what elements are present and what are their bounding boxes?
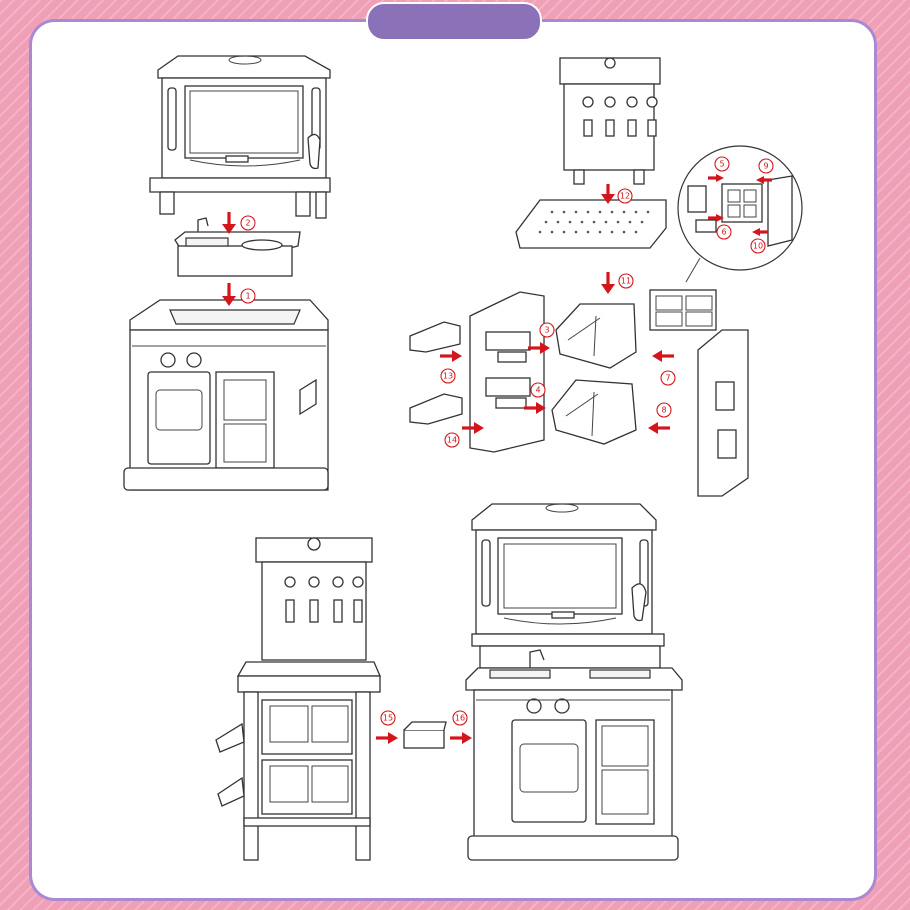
panel-kitchen-front-assembly: 2 1: [123, 55, 331, 491]
step-badge-9: 9: [758, 158, 774, 174]
svg-text:4: 4: [535, 386, 540, 395]
arrow-step-3: [528, 342, 550, 354]
step-badge-7: 7: [660, 370, 676, 386]
arrow-step-4: [524, 402, 546, 414]
panel-shelf-unit-assembled: [215, 537, 381, 861]
step-badge-10: 10: [750, 238, 766, 254]
step-badge-4: 4: [530, 382, 546, 398]
connector-block-part: [403, 721, 447, 749]
svg-text:16: 16: [455, 714, 465, 723]
panel-shelf-unit-exploded: 12 11 13 14 3 4 7 8 5 9 6 10: [409, 57, 803, 497]
sink-basin-part: [174, 217, 301, 277]
arrow-step-11: [601, 272, 615, 294]
shelf-frame-part: [649, 289, 717, 331]
arrow-step-16: [450, 732, 472, 744]
side-panel-with-brackets-part: [469, 291, 545, 453]
arrow-step-14: [462, 422, 484, 434]
step-badge-11: 11: [618, 273, 634, 289]
svg-text:5: 5: [719, 160, 724, 169]
svg-text:2: 2: [245, 219, 250, 228]
svg-text:13: 13: [443, 372, 453, 381]
arrow-step-15: [376, 732, 398, 744]
bin-lower-part: [551, 379, 637, 445]
arrow-step-6: [708, 214, 724, 222]
right-side-panel-part: [697, 329, 749, 497]
step-badge-1: 1: [240, 288, 256, 304]
step-badge-6: 6: [716, 224, 732, 240]
arrow-step-8: [648, 422, 670, 434]
detail-zoom-inset: [677, 145, 803, 283]
svg-text:14: 14: [447, 436, 457, 445]
step-badge-14: 14: [444, 432, 460, 448]
step-badge-8: 8: [656, 402, 672, 418]
svg-text:11: 11: [621, 277, 631, 286]
title-tab: [366, 2, 542, 41]
arrow-step-13: [440, 350, 462, 362]
arrow-step-7: [652, 350, 674, 362]
step-badge-13: 13: [440, 368, 456, 384]
step-badge-3: 3: [539, 322, 555, 338]
svg-text:1: 1: [245, 292, 250, 301]
svg-text:8: 8: [661, 406, 666, 415]
arrow-step-2: [222, 212, 236, 234]
panel-kitchen-assembled: [465, 503, 683, 861]
svg-text:12: 12: [620, 192, 630, 201]
svg-text:9: 9: [763, 162, 768, 171]
hook-backboard-part: [559, 57, 661, 185]
svg-text:3: 3: [544, 326, 549, 335]
step-badge-5: 5: [714, 156, 730, 172]
bracket-part-13: [409, 321, 461, 353]
mirror-hutch-part: [149, 55, 331, 219]
arrow-step-9: [756, 176, 772, 184]
bin-upper-part: [555, 303, 637, 369]
step-badge-12: 12: [617, 188, 633, 204]
arrow-step-12: [601, 184, 615, 204]
bracket-part-14: [409, 393, 463, 425]
step-badge-16: 16: [452, 710, 468, 726]
svg-text:10: 10: [753, 242, 763, 251]
arrow-step-10: [752, 228, 768, 236]
perforated-tabletop-part: [515, 199, 667, 249]
step-badge-15: 15: [380, 710, 396, 726]
arrow-step-5: [708, 174, 724, 182]
arrow-step-1: [222, 283, 236, 306]
step-badge-2: 2: [240, 215, 256, 231]
svg-text:6: 6: [721, 228, 726, 237]
svg-text:15: 15: [383, 714, 393, 723]
svg-text:7: 7: [665, 374, 670, 383]
stove-cabinet-part: [123, 299, 329, 491]
